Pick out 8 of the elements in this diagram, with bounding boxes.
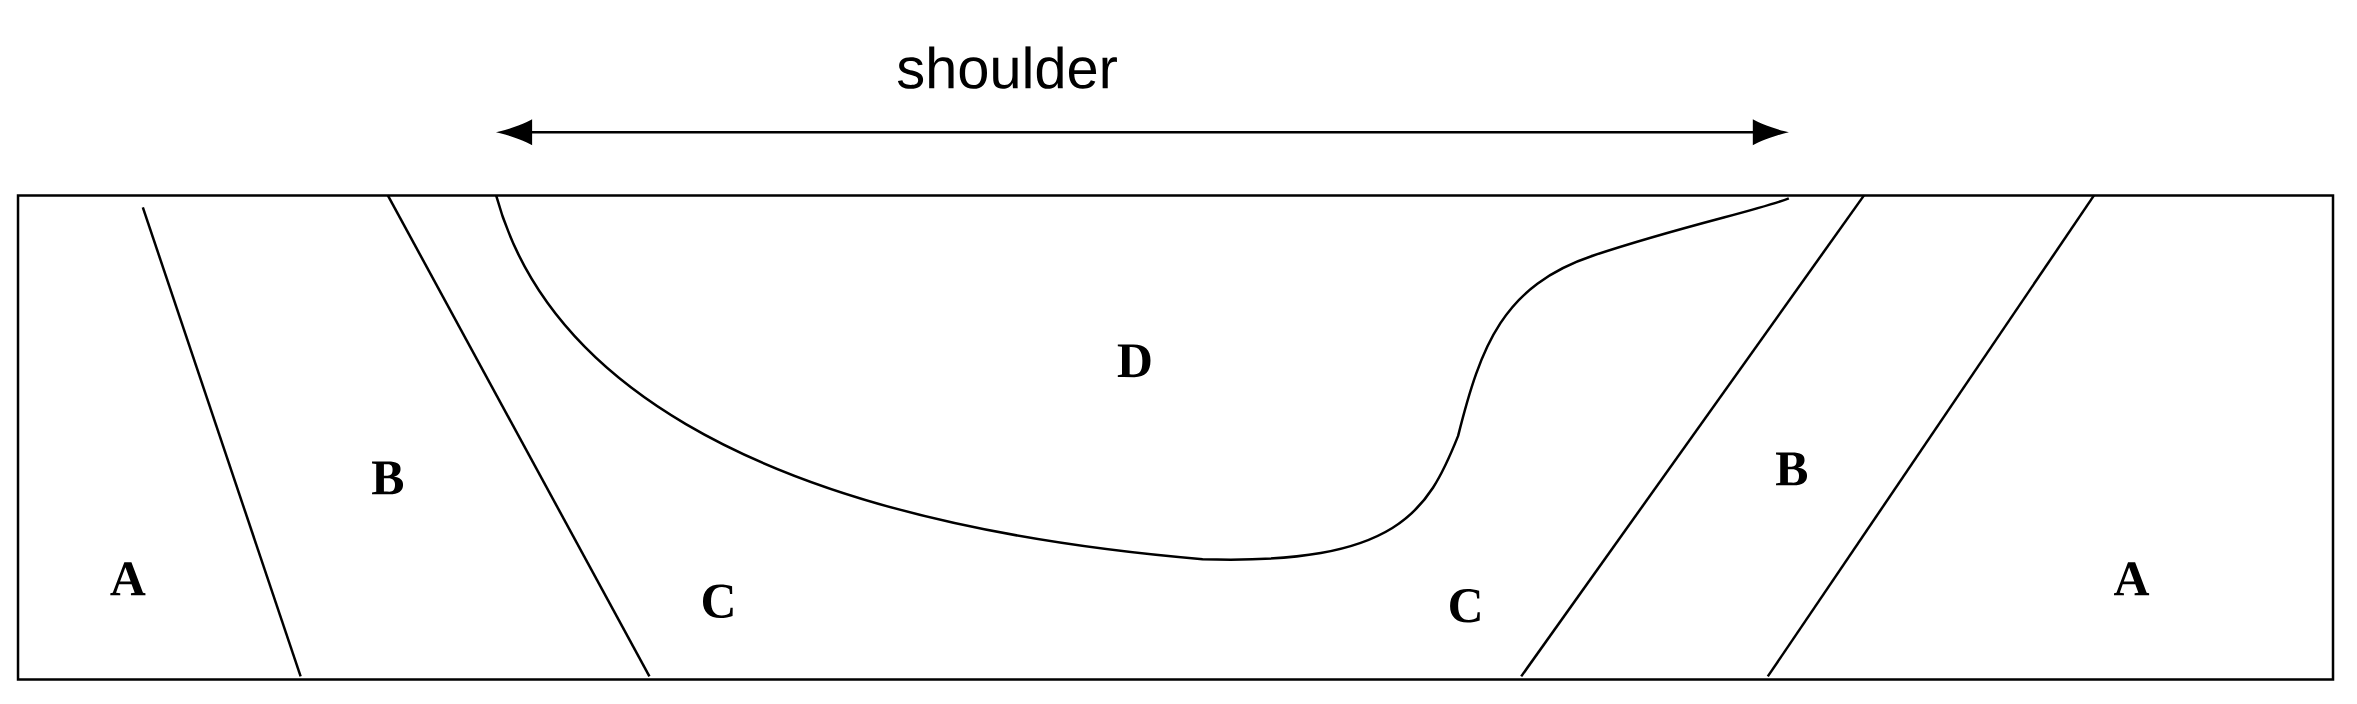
zone-label: C xyxy=(1450,589,1480,623)
zone-label: B xyxy=(1776,452,1808,486)
zone-label: C xyxy=(702,584,733,619)
zone-label: D xyxy=(1117,344,1151,378)
zone-label: A xyxy=(2114,562,2150,596)
zone-label: B xyxy=(372,461,404,495)
dimension-label: shoulder xyxy=(897,46,1117,89)
zone-label: A xyxy=(110,562,146,596)
